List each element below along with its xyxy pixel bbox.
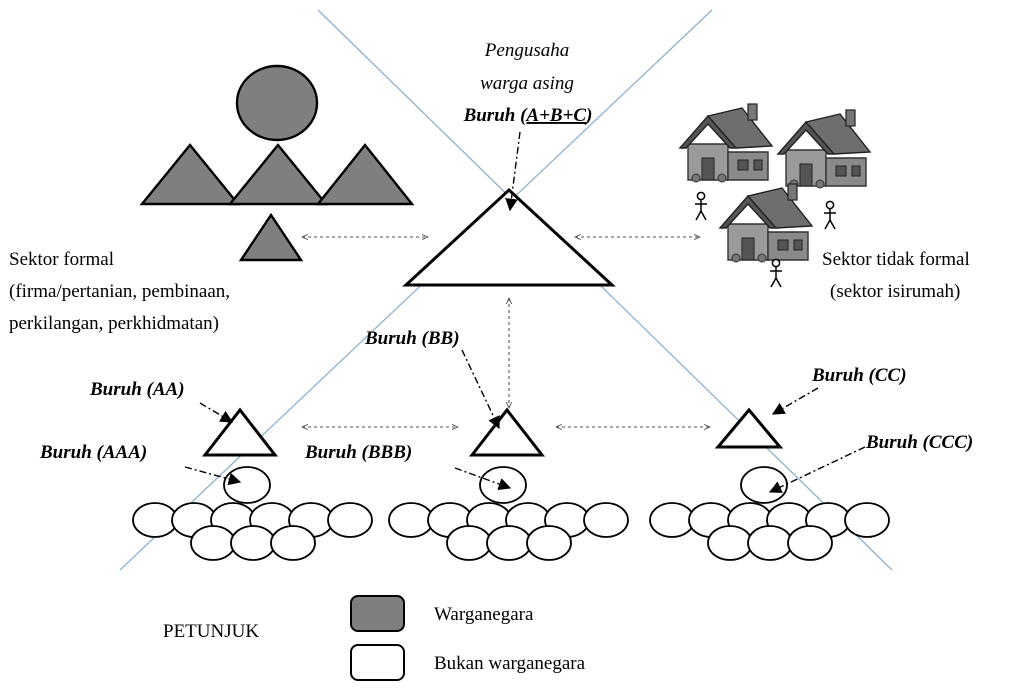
legend-swatch-non-citizen	[350, 644, 405, 681]
worker-ellipse	[787, 525, 833, 561]
label-buruh-ccc: Buruh (CCC)	[865, 432, 973, 453]
person-icon	[769, 258, 783, 288]
worker-ellipse	[649, 502, 695, 538]
house-icon	[679, 103, 773, 183]
person-icon	[823, 200, 837, 230]
worker-ellipse	[270, 525, 316, 561]
employer-circle-citizen	[235, 64, 319, 142]
label-buruh-bb: Buruh (BB)	[364, 328, 460, 349]
informal-sector-line1: Sektor tidak formal	[822, 249, 970, 270]
legend-swatch-citizen	[350, 595, 405, 632]
axis-line-right	[317, 9, 893, 571]
pointer-bb	[461, 349, 500, 430]
worker-cluster-middle	[388, 502, 629, 561]
legend-label-citizen: Warganegara	[434, 604, 534, 625]
house-icon	[777, 109, 871, 189]
pointer-cc	[771, 387, 819, 415]
legend-label-non-citizen: Bukan warganegara	[434, 653, 586, 674]
circle-aaa	[223, 466, 271, 504]
worker-ellipse	[844, 502, 890, 538]
citizen-triangle-small	[238, 212, 304, 262]
house-icon	[719, 183, 813, 263]
circle-ccc	[740, 466, 788, 504]
citizen-triangle-3	[315, 143, 415, 206]
label-buruh-aaa: Buruh (AAA)	[39, 442, 147, 463]
citizen-triangle-1	[139, 143, 241, 206]
worker-cluster-left	[132, 502, 373, 561]
triangle-bb	[468, 407, 546, 457]
informal-sector-line2: (sektor isirumah)	[830, 281, 960, 302]
worker-ellipse	[707, 525, 753, 561]
worker-ellipse	[132, 502, 178, 538]
top-label-underlined: A+B+C	[525, 105, 586, 126]
label-buruh-aa: Buruh (AA)	[89, 379, 185, 400]
triangle-cc	[714, 407, 784, 449]
foreign-employer-triangle	[402, 187, 616, 287]
worker-ellipse	[446, 525, 492, 561]
legend: PETUNJUK Warganegara Bukan warganegara	[163, 595, 586, 681]
worker-ellipse	[583, 502, 629, 538]
top-label-line2: warga asing	[480, 73, 574, 94]
pointer-top	[505, 131, 521, 212]
formal-sector-line1: Sektor formal	[9, 249, 114, 270]
pointer-aaa	[184, 466, 242, 486]
top-label-prefix: Buruh (	[463, 105, 529, 126]
top-label-line1: Pengusaha	[484, 40, 569, 61]
worker-ellipse	[486, 525, 532, 561]
pointer-aa	[199, 402, 234, 423]
worker-ellipse	[526, 525, 572, 561]
top-label-line3: Buruh (A+B+C)	[463, 105, 593, 126]
legend-title: PETUNJUK	[163, 621, 259, 642]
formal-sector-line2: (firma/pertanian, pembinaan,	[9, 281, 230, 302]
pointer-bbb	[454, 467, 512, 491]
worker-ellipse	[747, 525, 793, 561]
worker-ellipse	[388, 502, 434, 538]
label-buruh-bbb: Buruh (BBB)	[304, 442, 412, 463]
formal-sector-line3: perkilangan, perkhidmatan)	[9, 313, 219, 334]
worker-ellipse	[230, 525, 276, 561]
citizen-triangle-2	[227, 143, 329, 206]
person-icon	[694, 191, 708, 221]
label-buruh-cc: Buruh (CC)	[811, 365, 907, 386]
formal-sector-group	[139, 64, 415, 262]
triangle-aa	[201, 407, 279, 457]
worker-ellipse	[327, 502, 373, 538]
worker-cluster-right	[649, 502, 890, 561]
top-label-suffix: )	[584, 105, 592, 126]
pointer-ccc	[768, 446, 866, 493]
worker-ellipse	[190, 525, 236, 561]
